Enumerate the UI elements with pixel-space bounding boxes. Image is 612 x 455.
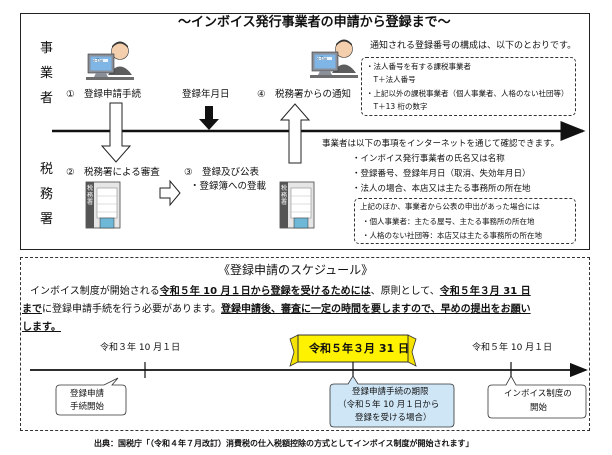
side-label-business-3: 者 <box>40 91 54 106</box>
tax-office-building-icon <box>85 181 121 229</box>
notice-item-4: T＋13 桁の数字 <box>366 102 428 111</box>
review-to-registration-arrow <box>159 179 181 207</box>
box-right-line2: 開始 <box>530 403 548 413</box>
box-mid-line1: 登録申請手続の期限 <box>352 387 429 397</box>
schedule-frame <box>20 257 590 431</box>
extra-item-1: ・個人事業者：主たる屋号、主たる事務所の所在地 <box>362 217 535 226</box>
schedule-title: 《登録申請のスケジュール》 <box>218 263 374 277</box>
para-emphasis: 令和５年３月 31 日 <box>439 286 531 297</box>
notice-title: 通知される登録番号の構成は、以下のとおりです。 <box>370 41 577 51</box>
date-left: 令和３年 10 月１日 <box>100 343 181 353</box>
step2-label: ② 税務署による審査 <box>66 167 160 178</box>
registration-date-label: 登録年月日 <box>182 89 230 100</box>
extra-title: 上記のほか、事業者から公表の申出があった場合には <box>360 202 540 211</box>
computer-user-icon <box>310 39 358 78</box>
para-emphasis: まで <box>22 304 42 315</box>
box-left-line2: 手続開始 <box>70 402 105 412</box>
pc-screen-label-2: e-Tax <box>317 56 328 61</box>
box-right-line1: インボイス制度の <box>504 389 572 399</box>
callout-left <box>55 377 127 416</box>
para-text: インボイス制度が開始される <box>30 286 160 297</box>
date-right: 令和５年 10 月１日 <box>472 343 553 353</box>
box-mid-line3: 登録を受ける場合） <box>355 413 432 423</box>
pc-screen-label-1: e-Tax <box>93 58 104 63</box>
schedule-paragraph-line3: します。 <box>22 322 61 333</box>
callout-mid <box>329 375 455 428</box>
schedule-paragraph-line2: までに登録申請手続を行う必要があります。登録申請後、審査に一定の時間を要しますの… <box>22 305 531 315</box>
side-label-taxoffice-2: 務 <box>40 187 54 202</box>
building-sign-2: 税務署 <box>281 185 288 206</box>
notice-item-3: ・上記以外の課税事業者（個人事業者、人格のない社団等） <box>366 89 569 98</box>
notification-up-arrow <box>279 103 311 164</box>
callout-right <box>487 375 587 419</box>
para-text: 、原則として、 <box>370 286 440 297</box>
date-mid: 令和５年３月 31 日 <box>309 342 409 355</box>
internet-item-3: ・法人の場合、本店又は主たる事務所の所在地 <box>352 184 531 194</box>
computer-user-icon <box>86 41 134 80</box>
notice-item-2: T＋法人番号 <box>366 75 416 84</box>
application-down-arrow <box>100 102 132 163</box>
step4-label: ④ 税務署からの通知 <box>257 89 352 100</box>
side-label-business-1: 事 <box>40 41 54 56</box>
side-label-taxoffice-3: 署 <box>40 212 54 227</box>
box-mid-line2: （令和５年 10 月１日から <box>338 400 440 410</box>
extra-publication-box <box>354 198 576 244</box>
extra-item-2: ・人格のない社団等：本店又は主たる事務所の所在地 <box>362 231 542 240</box>
registration-date-arrow <box>199 106 219 130</box>
notice-box <box>361 57 576 116</box>
para-emphasis: 登録申請後、審査に一定の時間を要しますので、早めの提出をお願い <box>221 304 531 315</box>
internet-item-2: ・登録番号、登録年月日（取消、失効年月日） <box>352 169 531 179</box>
step1-label: ① 登録申請手続 <box>66 89 142 100</box>
side-label-business-2: 業 <box>40 66 54 81</box>
side-label-taxoffice-1: 税 <box>40 162 54 177</box>
deadline-banner <box>289 334 417 367</box>
notice-item-1: ・法人番号を有する課税事業者 <box>366 62 471 71</box>
top-frame <box>20 13 590 250</box>
para-emphasis: 令和５年 10 月１日から登録を受けるためには <box>159 286 371 297</box>
step3-sub-label: ・登録簿への登載 <box>190 181 267 192</box>
building-sign-1: 税務署 <box>87 185 94 206</box>
para-text: に登録申請手続を行う必要があります。 <box>42 304 221 315</box>
box-left-line1: 登録申請 <box>70 389 105 399</box>
internet-item-1: ・インボイス発行事業者の氏名又は名称 <box>352 154 505 164</box>
step3-label: ③ 登録及び公表 <box>184 167 260 178</box>
internet-title: 事業者は以下の事項をインターネットを通じて確認できます。 <box>322 139 560 149</box>
tax-office-building-icon <box>279 181 315 229</box>
top-title: ～インボイス発行事業者の申請から登録まで～ <box>178 15 451 30</box>
schedule-paragraph-line1: インボイス制度が開始される令和５年 10 月１日から登録を受けるためには、原則と… <box>30 287 531 297</box>
source-citation: 出典：国税庁「（令和４年７月改訂）消費税の仕入税額控除の方式としてインボイス制度… <box>94 438 474 448</box>
